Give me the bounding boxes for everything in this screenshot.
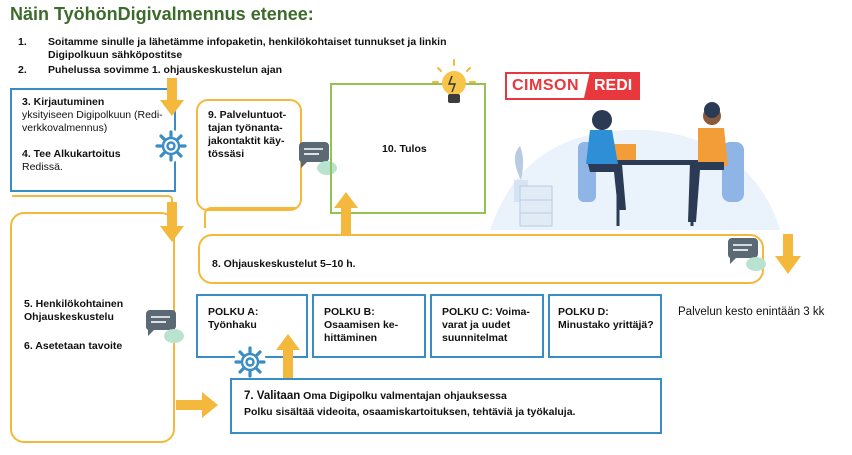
- arrow-down-icon: [160, 202, 184, 242]
- path-d-box[interactable]: POLKU D: Minustako yrittäjä?: [548, 294, 662, 358]
- chat-icon: [727, 238, 766, 271]
- page-title: Näin TyöhönDigivalmennus etenee:: [10, 4, 314, 24]
- step-4-text: 4. Tee Alkukartoitus Redissä.: [22, 148, 152, 174]
- logo-redi: REDI: [584, 74, 639, 98]
- lightbulb-icon: [432, 59, 476, 103]
- step-8-bar: 8. Ohjauskeskustelut 5–10 h.: [198, 234, 764, 284]
- intro-text: Puhelussa sovimme 1. ohjauskeskustelun a…: [48, 64, 283, 76]
- step-3-text: 3. Kirjautuminen yksityiseen Digipolkuun…: [22, 96, 172, 135]
- step-10-text: 10. Tulos: [382, 143, 427, 155]
- step-5-6-box: 5. Henkilökohtainen Ohjauskeskustelu 6. …: [10, 212, 175, 443]
- path-c-box[interactable]: POLKU C: Voima-varat ja uudet suunnitelm…: [430, 294, 544, 358]
- arrow-down-icon: [775, 234, 801, 274]
- path-d-label: POLKU D: Minustako yrittäjä?: [558, 306, 654, 331]
- gear-icon: [155, 130, 187, 162]
- intro-text: Soitamme sinulle ja lähetämme infopaketi…: [48, 36, 447, 61]
- step-7-box: 7. Valitaan Oma Digipolku valmentajan oh…: [230, 378, 662, 434]
- cimson-redi-logo: CIMSON REDI: [505, 72, 641, 100]
- arrow-right-icon: [176, 392, 218, 418]
- path-a-label: POLKU A: Työnhaku: [208, 306, 259, 331]
- meeting-illustration: [490, 102, 780, 230]
- chat-icon: [145, 310, 184, 343]
- step-3-label: 3. Kirjautuminen: [22, 96, 105, 108]
- intro-item-2: 2. Puhelussa sovimme 1. ohjauskeskustelu…: [18, 64, 478, 77]
- step-7-line-2: Polku sisältää videoita, osaamiskartoitu…: [244, 406, 576, 418]
- logo-cimson: CIMSON: [507, 74, 584, 98]
- step-4-label: 4. Tee Alkukartoitus: [22, 148, 121, 160]
- intro-number: 2.: [18, 64, 27, 76]
- step-7-desc: Oma Digipolku valmentajan ohjauksessa: [300, 390, 507, 402]
- intro-number: 1.: [18, 36, 27, 48]
- path-b-label: POLKU B: Osaamisen ke-hittäminen: [324, 306, 399, 344]
- path-c-label: POLKU C: Voima-varat ja uudet suunnitelm…: [442, 306, 530, 344]
- step-3-4-box: 3. Kirjautuminen yksityiseen Digipolkuun…: [10, 88, 176, 192]
- step-6-text: 6. Asetetaan tavoite: [24, 340, 123, 352]
- step-3-desc: yksityiseen Digipolkuun (Redi-verkkovalm…: [22, 109, 163, 134]
- arrow-up-icon: [334, 192, 358, 236]
- step-7-line-1: 7. Valitaan Oma Digipolku valmentajan oh…: [244, 390, 654, 403]
- path-b-box[interactable]: POLKU B: Osaamisen ke-hittäminen: [312, 294, 426, 358]
- step-10-box: 10. Tulos: [330, 83, 486, 214]
- step-9-text: 9. Palveluntuot-tajan työnanta-jakontakt…: [208, 109, 287, 160]
- gear-icon: [234, 346, 266, 378]
- arrow-down-icon: [160, 78, 184, 116]
- step-4-desc: Redissä.: [22, 161, 63, 173]
- intro-item-1: 1. Soitamme sinulle ja lähetämme infopak…: [18, 36, 478, 62]
- step-5-text: 5. Henkilökohtainen Ohjauskeskustelu: [24, 298, 124, 323]
- arrow-up-icon: [276, 334, 300, 380]
- step-9-box: 9. Palveluntuot-tajan työnanta-jakontakt…: [196, 99, 302, 211]
- duration-text: Palvelun kesto enintään 3 kk: [678, 306, 825, 318]
- chat-icon: [298, 142, 337, 175]
- step-8-text: 8. Ohjauskeskustelut 5–10 h.: [212, 258, 356, 270]
- step-7-label: 7. Valitaan: [244, 390, 301, 402]
